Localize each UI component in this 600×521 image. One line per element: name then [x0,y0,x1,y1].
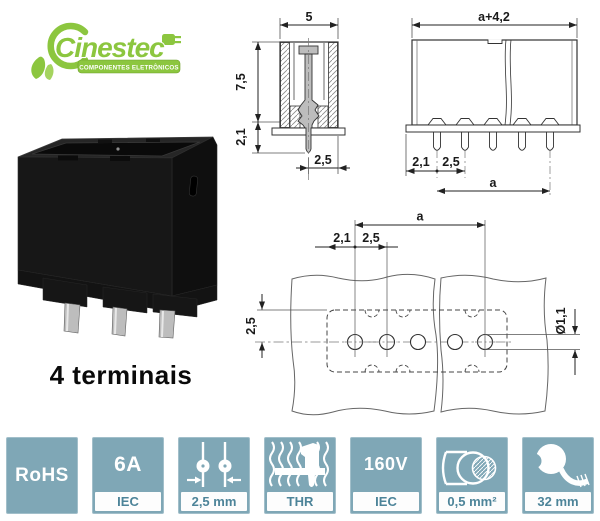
tagline-banner [77,59,181,74]
dim-pin-length: 2,1 [234,128,248,145]
rim-notch [98,139,112,143]
badge-voltage-rating: 160V IEC [350,437,422,514]
connector-opening [31,141,201,157]
brand-tagline: COMPONENTES ELETRÔNICOS [79,63,178,71]
product-caption: 4 terminais [49,360,193,390]
badge-rohs-label: RoHS [15,464,69,486]
plug-prong [175,41,181,44]
badge-current-label: 6A [114,452,142,476]
front-view-housing [411,39,578,126]
badge-pitch-value: 2,5 mm [181,492,247,511]
badge-strip-value: 32 mm [525,492,591,511]
front-view-drawing: a+4,2 2,1 2,5 a [395,10,595,215]
dim-row-offset: 2,5 [244,317,258,334]
badge-voltage-label: 160V [363,454,409,474]
base-tab [102,286,148,314]
dim-pin-span: a [490,176,498,190]
hole-diameter-reference [485,334,580,350]
leaf-icon [31,56,46,79]
leaf-small-icon [44,64,54,80]
base-tab [42,277,88,308]
wire-cross-section-icon [441,450,497,486]
product-photo [10,100,235,355]
rim-notch [146,138,160,142]
badge-pitch: 2,5 mm [178,437,250,514]
rim-notch [110,156,130,161]
contact-highlight [116,147,120,151]
badge-solder-method: THR [264,437,336,514]
badge-conductor-size: 0,5 mm² [436,437,508,514]
dim-node [435,169,439,173]
dim-pin-offset: 2,5 [314,153,331,167]
badge-conductor-value: 0,5 mm² [439,492,505,511]
dim-hole-span: a [417,210,425,224]
badge-current-standard: IEC [95,492,161,511]
badge-rohs: RoHS [6,437,78,514]
pcb-layout-drawing: a 2,1 2,5 2,5 Ø1,1 [235,195,600,430]
connector-footprint-outline [326,309,508,373]
brand-logo-graphic: Cinestec COMPONENTES ELETRÔNICOS [31,22,181,80]
badge-voltage-standard: IEC [353,492,419,511]
pitch-icon [187,442,241,487]
connector-render [17,136,218,339]
dim-node [353,245,357,249]
dim-hole-pitch: 2,5 [362,231,379,245]
dim-width: 5 [306,10,313,24]
side-view-extension-lines [252,18,339,174]
dim-edge-to-hole: 2,1 [333,231,350,245]
pcb-strip [405,124,581,133]
spec-badges-row: RoHS 6A IEC 2,5 mm [6,437,594,514]
dim-edge-to-pin: 2,1 [412,155,429,169]
front-view-extension-lines [405,18,578,198]
connector-pins [63,302,176,339]
badge-solder-label: THR [267,492,333,511]
logo-c-ring [47,22,89,70]
plug-prong [175,36,181,39]
connector-side-face [171,136,218,297]
dim-height: 7,5 [234,73,248,90]
side-view-drawing: 5 7,5 2,1 2,5 [232,10,352,210]
badge-current-rating: 6A IEC [92,437,164,514]
dim-pitch: 2,5 [442,155,459,169]
thr-icon [269,441,329,487]
brand-logo: Cinestec COMPONENTES ELETRÔNICOS [28,8,183,88]
front-view-pins [427,118,560,151]
side-slot [188,175,199,197]
dim-hole-diameter: Ø1,1 [554,307,568,334]
badge-strip-length: 32 mm [522,437,594,514]
plug-icon [162,34,175,45]
rim-notch [58,155,78,161]
brand-name: Cinestec [55,32,165,63]
dim-total-width: a+4,2 [478,10,510,24]
strip-length-icon [526,444,590,488]
